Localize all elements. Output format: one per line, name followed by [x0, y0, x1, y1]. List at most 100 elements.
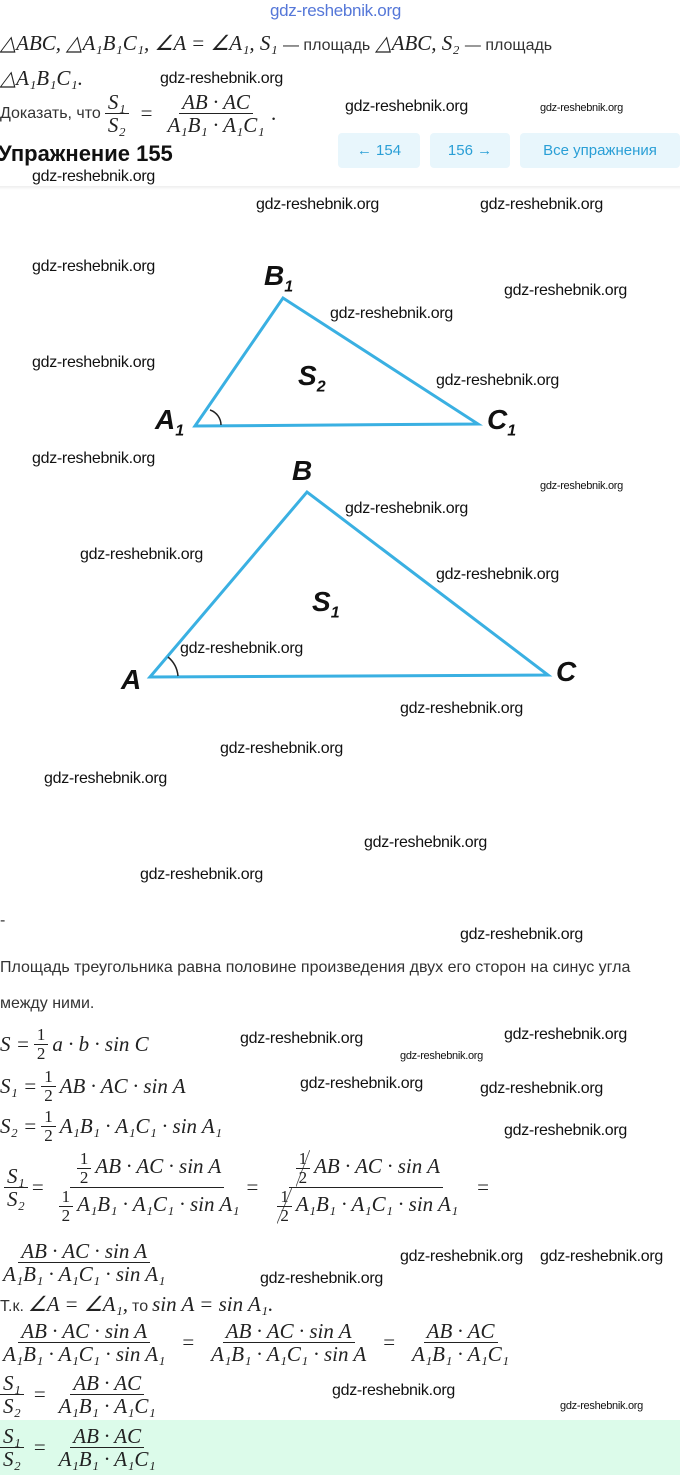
watermark: gdz-reshebnik.org [364, 834, 487, 851]
prev-exercise-button[interactable]: ← 154 [338, 133, 420, 168]
watermark: gdz-reshebnik.org [540, 1248, 663, 1265]
triangle-a1b1c1 [192, 295, 484, 428]
angle-arc-a [167, 656, 179, 677]
frac-num: 1 [58, 1187, 74, 1207]
equals: = [33, 1435, 46, 1460]
watermark: gdz-reshebnik.org [180, 640, 303, 657]
frac-num: 1 [33, 1026, 49, 1045]
label-a1: A1 [155, 404, 184, 441]
all-exercises-button[interactable]: Все упражнения [520, 133, 680, 168]
watermark: gdz-reshebnik.org [44, 770, 167, 787]
frac-den: A₁B₁ · A₁C₁ [58, 1447, 156, 1472]
frac-num: 1 [277, 1187, 292, 1207]
frac-num: 1 [41, 1068, 56, 1087]
expr: A₁B₁ · A₁C₁ · sin A₁ [295, 1191, 459, 1216]
watermark: gdz-reshebnik.org [345, 98, 468, 115]
rhs: AB · AC · sin A [59, 1073, 186, 1098]
page-title: Упражнение 155 [0, 141, 173, 166]
label: S [312, 586, 331, 617]
label: S [298, 360, 317, 391]
expr: AB · AC · sin A [95, 1154, 222, 1179]
frac-den: S₂ [3, 1394, 21, 1419]
frac-den: 2 [44, 1125, 53, 1145]
problem-line-1: △ABC, △A₁B₁C₁, ∠A = ∠A₁, S₁ — площадь △A… [0, 31, 552, 56]
frac-den: 2 [61, 1205, 71, 1225]
text: — площадь [464, 37, 553, 54]
watermark: gdz-reshebnik.org [400, 1248, 523, 1265]
math: sin A = sin A₁. [152, 1292, 274, 1316]
equals: = [477, 1174, 489, 1199]
label: C [487, 404, 508, 435]
equals: = [33, 1382, 46, 1407]
frac-num: AB · AC [179, 91, 253, 115]
label-sub: 2 [316, 378, 326, 396]
label: B [264, 260, 285, 291]
frac-num: AB · AC · sin A [18, 1320, 151, 1344]
watermark: gdz-reshebnik.org [32, 258, 155, 275]
watermark: gdz-reshebnik.org [540, 480, 623, 492]
lhs: S₂ = [0, 1113, 38, 1138]
watermark: gdz-reshebnik.org [504, 282, 627, 299]
label-sub: 1 [284, 278, 294, 296]
frac-den: 2 [44, 1085, 53, 1105]
frac-num: S₁ [0, 1372, 24, 1396]
prove-label: Доказать, что [0, 104, 101, 122]
watermark: gdz-reshebnik.org [345, 500, 468, 517]
math: △ABC, S₂ [375, 31, 460, 55]
watermark: gdz-reshebnik.org [560, 1400, 643, 1412]
watermark: gdz-reshebnik.org [460, 926, 583, 943]
label-b1: B1 [264, 260, 293, 297]
frac-den: A₁B₁ · A₁C₁ [58, 1394, 156, 1419]
next-exercise-button[interactable]: 156 → [430, 133, 510, 168]
dot: . [271, 101, 277, 126]
watermark: gdz-reshebnik.org [140, 866, 263, 883]
label-b: B [292, 455, 313, 486]
frac-den: 2 [298, 1167, 308, 1187]
since-statement: Т.к. ∠A = ∠A₁, то sin A = sin A₁. [0, 1292, 273, 1317]
expr: A₁B₁ · A₁C₁ · sin A₁ [77, 1191, 240, 1216]
frac-den: 2 [36, 1043, 46, 1063]
frac-num: 1 [295, 1150, 311, 1169]
text: то [132, 1298, 149, 1315]
since-label: Т.к. [0, 1298, 24, 1315]
equals: = [383, 1330, 396, 1355]
watermark: gdz-reshebnik.org [480, 196, 603, 213]
dash: - [0, 912, 6, 929]
watermark: gdz-reshebnik.org [400, 700, 523, 717]
watermark: gdz-reshebnik.org [32, 168, 155, 185]
watermark: gdz-reshebnik.org [256, 196, 379, 213]
watermark: gdz-reshebnik.org [540, 102, 623, 114]
frac-den: A₁B₁ · A₁C₁ [412, 1342, 510, 1367]
frac-num: S₁ [0, 1425, 24, 1449]
watermark: gdz-reshebnik.org [80, 546, 203, 563]
frac-den: 2 [79, 1167, 89, 1187]
watermark: gdz-reshebnik.org [220, 740, 343, 757]
watermark: gdz-reshebnik.org [504, 1026, 627, 1043]
watermark: gdz-reshebnik.org [400, 1050, 483, 1062]
watermark: gdz-reshebnik.org [32, 354, 155, 371]
problem-line-2: △A₁B₁C₁. [0, 66, 83, 90]
watermark: gdz-reshebnik.org [160, 70, 283, 87]
triangle-abc [146, 489, 553, 679]
frac-num: AB · AC [70, 1372, 145, 1396]
equals: = [140, 101, 153, 126]
frac-num: 1 [41, 1108, 56, 1127]
lhs: S₁ = [0, 1073, 38, 1098]
frac-num: S₁ [104, 91, 129, 115]
equals: = [246, 1174, 259, 1199]
watermark: gdz-reshebnik.org [260, 1270, 383, 1287]
frac-den: A₁B₁ · A₁C₁ · sin A₁ [3, 1262, 166, 1287]
rhs: a · b · sin C [52, 1031, 149, 1056]
watermark: gdz-reshebnik.org [480, 1080, 603, 1097]
header-divider [0, 186, 680, 190]
watermark: gdz-reshebnik.org [270, 1, 401, 20]
